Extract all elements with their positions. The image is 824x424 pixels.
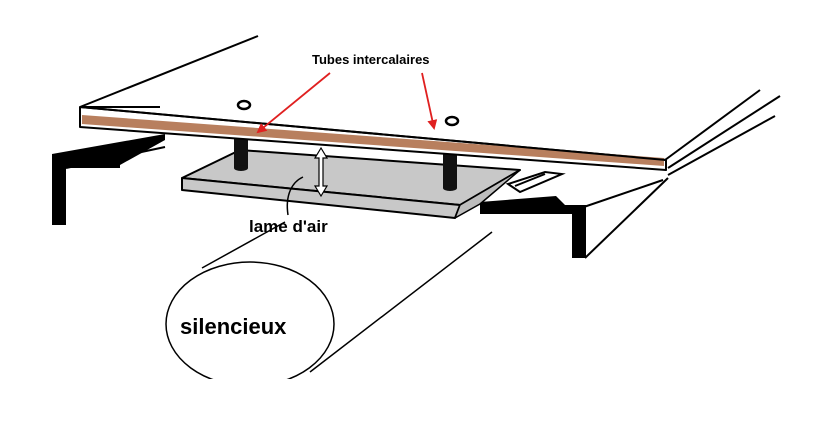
ring-icon	[444, 115, 460, 127]
right-bracket	[480, 170, 586, 258]
air-gap-label: lame d'air	[249, 217, 328, 236]
clip-mask	[160, 379, 350, 424]
spacer-tube-arrows	[256, 72, 438, 134]
air-gap-leader	[286, 176, 304, 216]
double-arrow-vertical-icon	[313, 146, 329, 198]
left-bracket	[52, 134, 166, 225]
spacer-tube-right	[443, 150, 457, 191]
spacer-tube-left	[234, 136, 248, 171]
ring-icon	[236, 99, 252, 111]
frame-lines	[79, 35, 781, 259]
silencer-label: silencieux	[180, 314, 287, 339]
spacer-tubes-label: Tubes intercalaires	[312, 52, 430, 67]
silencer-body	[165, 221, 493, 387]
bottom-plate	[181, 149, 521, 219]
top-plate	[79, 106, 667, 171]
tube-holes	[236, 99, 460, 127]
spacer-tubes	[234, 136, 457, 191]
